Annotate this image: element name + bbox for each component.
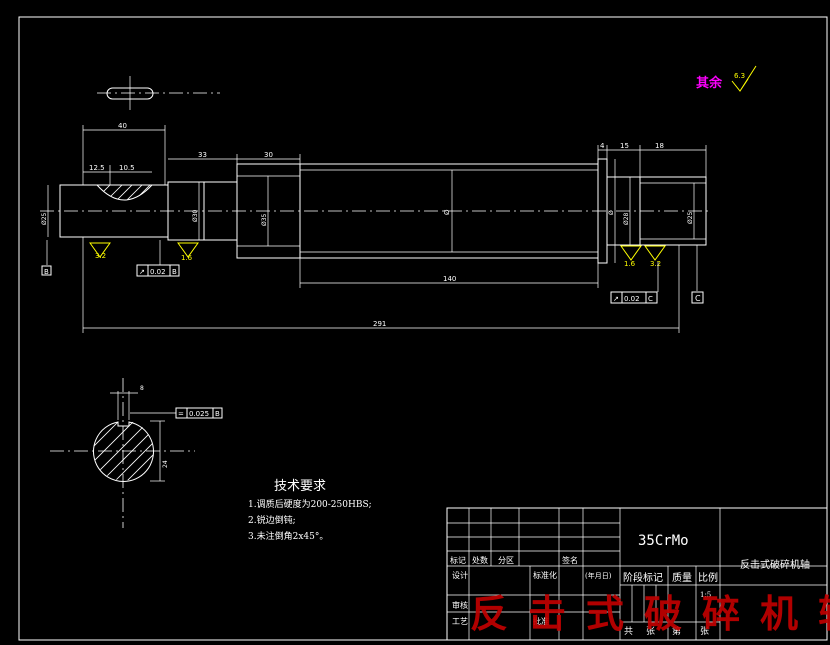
dim-15: 15 (620, 142, 629, 150)
tolerance-frame-2: ↗ 0.02 C (610, 262, 659, 304)
svg-text:↗: ↗ (139, 268, 145, 276)
dim-phi-main: Ø (443, 209, 451, 215)
dim-4: 4 (600, 142, 605, 150)
svg-text:B: B (44, 268, 49, 276)
svg-text:张: 张 (700, 626, 709, 637)
dim-33: 33 (198, 151, 207, 159)
dim-key-width: 8 (140, 385, 144, 392)
dim-phi-right1: Ø (608, 210, 615, 215)
tech-req-item-1: 1.调质后硬度为200-250HBS; (248, 498, 372, 510)
keyway-top-view (97, 76, 220, 110)
svg-text:分区: 分区 (498, 556, 514, 565)
svg-text:其余: 其余 (696, 75, 723, 91)
svg-text:共: 共 (624, 626, 633, 637)
other-roughness-note: 其余 6.3 (696, 65, 757, 92)
dim-40: 40 (118, 122, 127, 130)
dim-10-5: 10.5 (119, 164, 135, 172)
svg-text:工艺: 工艺 (452, 617, 468, 626)
watermark-text: 反击式破碎机轴 (470, 591, 830, 636)
dim-12-5: 12.5 (89, 164, 105, 172)
tolerance-frame-1: ↗ 0.02 B (136, 240, 180, 277)
svg-text:张: 张 (646, 626, 655, 637)
svg-text:审核: 审核 (452, 600, 468, 610)
dimension-lines: 40 12.5 10.5 33 30 4 15 18 140 291 (41, 122, 707, 333)
svg-text:6.3: 6.3 (734, 72, 745, 80)
technical-requirements: 技术要求 1.调质后硬度为200-250HBS; 2.锐边倒钝; 3.未注倒角2… (248, 479, 372, 542)
drawing-frame (18, 16, 828, 641)
tech-req-item-2: 2.锐边倒钝; (248, 514, 296, 526)
svg-text:C: C (648, 295, 653, 303)
svg-text:C: C (695, 294, 701, 303)
svg-text:0.02: 0.02 (624, 295, 640, 303)
svg-text:标记: 标记 (450, 555, 466, 565)
dim-30: 30 (264, 151, 273, 159)
dim-phi-left: Ø25 (41, 212, 48, 225)
svg-text:质量: 质量 (672, 572, 692, 584)
svg-text:签名: 签名 (562, 555, 578, 565)
svg-text:1.6: 1.6 (624, 260, 636, 268)
svg-text:1.6: 1.6 (181, 254, 193, 262)
svg-text:处数: 处数 (472, 555, 488, 565)
svg-text:↗: ↗ (613, 295, 619, 303)
dim-phi-s2: Ø30 (192, 209, 199, 222)
svg-text:0.02: 0.02 (150, 268, 166, 276)
svg-text:比例: 比例 (698, 571, 718, 584)
dim-140: 140 (443, 275, 456, 283)
svg-text:第: 第 (672, 625, 681, 637)
svg-text:B: B (215, 410, 220, 418)
svg-text:1:5: 1:5 (700, 591, 711, 599)
svg-text:=: = (178, 410, 184, 418)
svg-text:设计: 设计 (452, 570, 468, 580)
dim-phi-s3: Ø35 (261, 213, 268, 226)
svg-text:B: B (172, 268, 177, 276)
svg-text:(年月日): (年月日) (585, 571, 612, 580)
tech-req-item-3: 3.未注倒角2x45°。 (248, 530, 328, 542)
svg-text:阶段标记: 阶段标记 (623, 571, 663, 584)
cross-section-view: 8 24 = 0.025 B (50, 378, 223, 528)
tech-req-title: 技术要求 (274, 479, 326, 494)
svg-text:批准: 批准 (533, 616, 549, 626)
svg-text:0.025: 0.025 (189, 410, 209, 418)
svg-text:3.2: 3.2 (650, 260, 661, 268)
dim-18: 18 (655, 142, 664, 150)
roughness-symbols: 3.2 1.6 1.6 3.2 (89, 242, 666, 268)
datum-markers: B C (41, 240, 704, 304)
shaft-front-view (40, 158, 712, 264)
dim-phi-right2: Ø28 (623, 212, 630, 225)
dim-section-height: 24 (162, 460, 169, 468)
dim-phi-right3: Ø25 (687, 211, 694, 224)
svg-text:标准化: 标准化 (533, 570, 557, 580)
material-name: 35CrMo (638, 533, 689, 549)
title-block: 35CrMo 反击式破碎机轴 标记 处数 分区 签名 设计 标准化 (年月日) … (446, 507, 828, 641)
dim-291: 291 (373, 320, 386, 328)
part-name: 反击式破碎机轴 (740, 558, 810, 571)
svg-text:3.2: 3.2 (95, 252, 106, 260)
